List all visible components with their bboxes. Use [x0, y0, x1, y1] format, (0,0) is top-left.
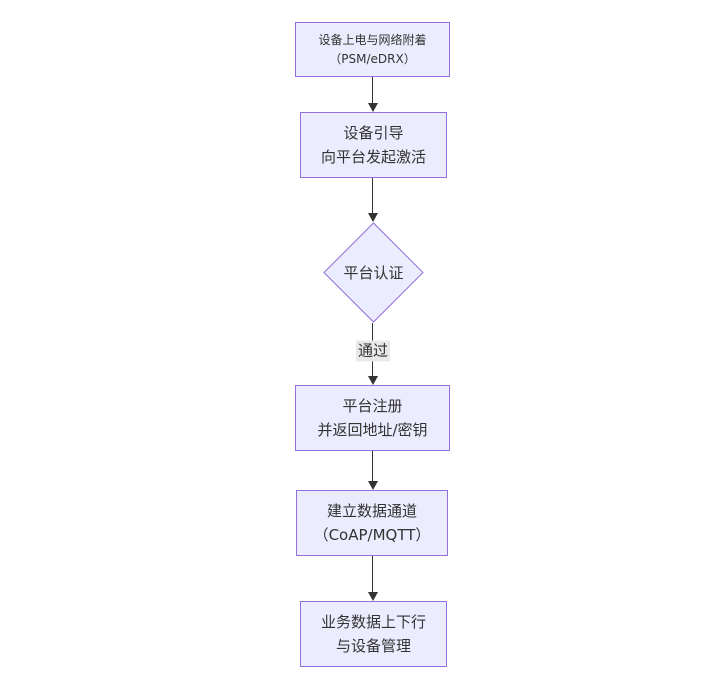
node-bootstrap-line2: 向平台发起激活: [320, 148, 426, 166]
node-business-line1: 业务数据上下行: [320, 613, 426, 631]
arrowhead-auth-to-register: [368, 376, 378, 385]
node-bootstrap: 设备引导 向平台发起激活: [300, 112, 447, 178]
node-business: 业务数据上下行 与设备管理: [300, 601, 447, 667]
edge-bootstrap-to-auth: [372, 178, 373, 213]
node-data-channel-line2: （CoAP/MQTT）: [313, 526, 431, 544]
node-business-line2: 与设备管理: [335, 637, 411, 655]
edge-label-pass: 通过: [355, 340, 391, 362]
node-auth-decision: 平台认证: [323, 222, 424, 323]
arrowhead-channel-to-business: [368, 592, 378, 601]
node-data-channel-line1: 建立数据通道: [326, 502, 417, 520]
node-power-attach-line1: 设备上电与网络附着: [318, 32, 427, 47]
arrowhead-register-to-channel: [368, 481, 378, 490]
node-register-line2: 并返回地址/密钥: [317, 421, 428, 439]
node-register: 平台注册 并返回地址/密钥: [295, 385, 450, 451]
arrowhead-power-to-bootstrap: [368, 103, 378, 112]
node-register-line1: 平台注册: [342, 397, 403, 415]
node-data-channel: 建立数据通道 （CoAP/MQTT）: [296, 490, 448, 556]
arrowhead-bootstrap-to-auth: [368, 213, 378, 222]
edge-register-to-channel: [372, 451, 373, 481]
node-power-attach: 设备上电与网络附着 （PSM/eDRX）: [295, 22, 450, 77]
node-power-attach-line2: （PSM/eDRX）: [329, 51, 416, 66]
edge-channel-to-business: [372, 556, 373, 592]
edge-power-to-bootstrap: [372, 77, 373, 103]
node-auth-decision-label: 平台认证: [343, 264, 404, 282]
node-bootstrap-line1: 设备引导: [343, 124, 404, 142]
